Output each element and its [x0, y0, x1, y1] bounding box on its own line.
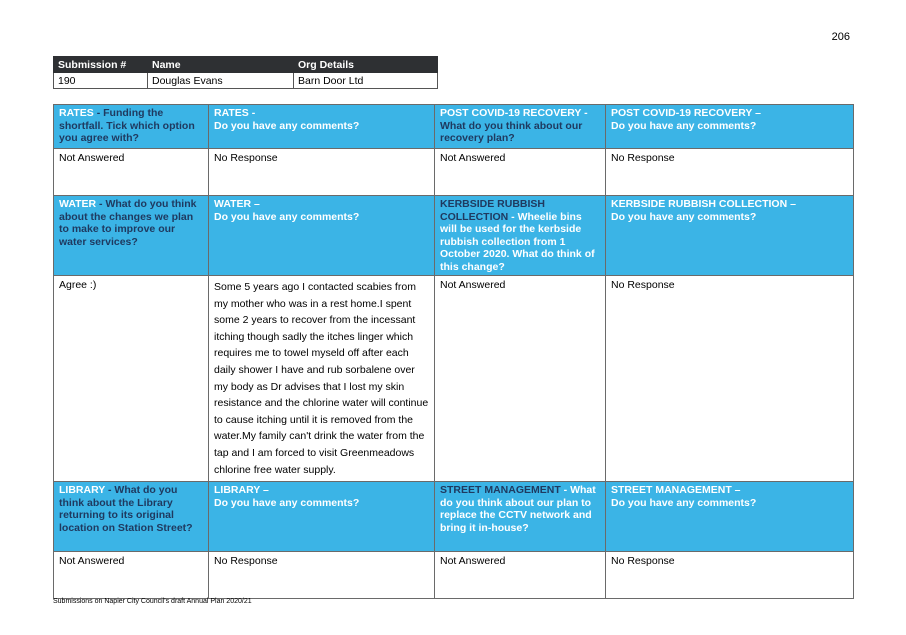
kerbside-comments-cell: KERBSIDE RUBBISH COLLECTION –Do you have…	[605, 195, 854, 276]
org-details-header: Org Details	[293, 56, 438, 73]
street-comment-answer: No Response	[605, 551, 854, 600]
submission-table: Submission # Name Org Details 190 Dougla…	[53, 56, 438, 89]
cell-title: LIBRARY –	[214, 484, 269, 497]
cell-question: - Funding the shortfall. Tick which opti…	[59, 107, 195, 144]
page-footer: Submissions on Napier City Council's dra…	[53, 598, 252, 605]
covid-comments-cell: POST COVID-19 RECOVERY –Do you have any …	[605, 104, 854, 149]
cell-question: What do you think about our recovery pla…	[440, 119, 583, 145]
submission-value-row: 190 Douglas Evans Barn Door Ltd	[53, 72, 438, 89]
rates-comment-answer: No Response	[208, 148, 435, 196]
cell-question: Do you have any comments?	[214, 119, 360, 132]
section-header-row: WATER - What do you think about the chan…	[53, 195, 854, 276]
rates-question-cell: RATES - Funding the shortfall. Tick whic…	[53, 104, 209, 149]
cell-title: WATER	[59, 198, 97, 210]
cell-question: Do you have any comments?	[611, 496, 757, 509]
page-number: 206	[831, 31, 850, 43]
street-comments-cell: STREET MANAGEMENT –Do you have any comme…	[605, 481, 854, 553]
water-comment-answer: Some 5 years ago I contacted scabies fro…	[208, 274, 435, 483]
section-answer-row: Not Answered No Response Not Answered No…	[53, 148, 854, 196]
library-comments-cell: LIBRARY –Do you have any comments?	[208, 481, 435, 553]
street-answer: Not Answered	[434, 551, 606, 600]
rates-answer: Not Answered	[53, 148, 209, 196]
cell-title: RATES	[59, 107, 94, 119]
name-header: Name	[147, 56, 294, 73]
responses-table: RATES - Funding the shortfall. Tick whic…	[53, 104, 854, 600]
cell-title: WATER –	[214, 198, 260, 210]
submission-number-value: 190	[53, 72, 148, 89]
section-header-row: RATES - Funding the shortfall. Tick whic…	[53, 104, 854, 149]
cell-question: Do you have any comments?	[611, 119, 757, 132]
water-question-cell: WATER - What do you think about the chan…	[53, 195, 209, 276]
cell-title: POST COVID-19 RECOVERY –	[611, 107, 761, 119]
cell-question: Do you have any comments?	[214, 210, 360, 223]
cell-title: POST COVID-19 RECOVERY -	[440, 107, 588, 119]
covid-answer: Not Answered	[434, 148, 606, 196]
cell-question: Do you have any comments?	[214, 496, 360, 509]
cell-question: - Wheelie bins will be used for the kerb…	[440, 210, 595, 273]
cell-title: KERBSIDE RUBBISH COLLECTION	[440, 198, 546, 223]
cell-title: RATES -	[214, 107, 256, 119]
cell-title: STREET MANAGEMENT	[440, 484, 561, 497]
section-header-row: LIBRARY - What do you think about the Li…	[53, 481, 854, 553]
name-value: Douglas Evans	[147, 72, 294, 89]
covid-question-cell: POST COVID-19 RECOVERY -What do you thin…	[434, 104, 606, 149]
cell-question: - What do you think about the Library re…	[59, 484, 193, 534]
section-answer-row: Not Answered No Response Not Answered No…	[53, 551, 854, 600]
library-comment-answer: No Response	[208, 551, 435, 600]
library-answer: Not Answered	[53, 551, 209, 600]
kerbside-comment-answer: No Response	[605, 274, 854, 483]
cell-question: - What do you think about the changes we…	[59, 198, 197, 248]
submission-header-row: Submission # Name Org Details	[53, 56, 438, 73]
water-comments-cell: WATER –Do you have any comments?	[208, 195, 435, 276]
cell-title: STREET MANAGEMENT –	[611, 484, 741, 497]
cell-title: KERBSIDE RUBBISH COLLECTION –	[611, 198, 796, 210]
kerbside-answer: Not Answered	[434, 274, 606, 483]
cell-question: - What do you think about our plan to re…	[440, 484, 596, 534]
section-answer-row: Agree :) Some 5 years ago I contacted sc…	[53, 274, 854, 483]
kerbside-question-cell: KERBSIDE RUBBISH COLLECTION - Wheelie bi…	[434, 195, 606, 276]
cell-question: Do you have any comments?	[611, 210, 757, 223]
covid-comment-answer: No Response	[605, 148, 854, 196]
cell-title: LIBRARY	[59, 484, 106, 497]
water-answer: Agree :)	[53, 274, 209, 483]
submission-number-header: Submission #	[53, 56, 148, 73]
library-question-cell: LIBRARY - What do you think about the Li…	[53, 481, 209, 553]
street-question-cell: STREET MANAGEMENT - What do you think ab…	[434, 481, 606, 553]
org-details-value: Barn Door Ltd	[293, 72, 438, 89]
rates-comments-cell: RATES -Do you have any comments?	[208, 104, 435, 149]
